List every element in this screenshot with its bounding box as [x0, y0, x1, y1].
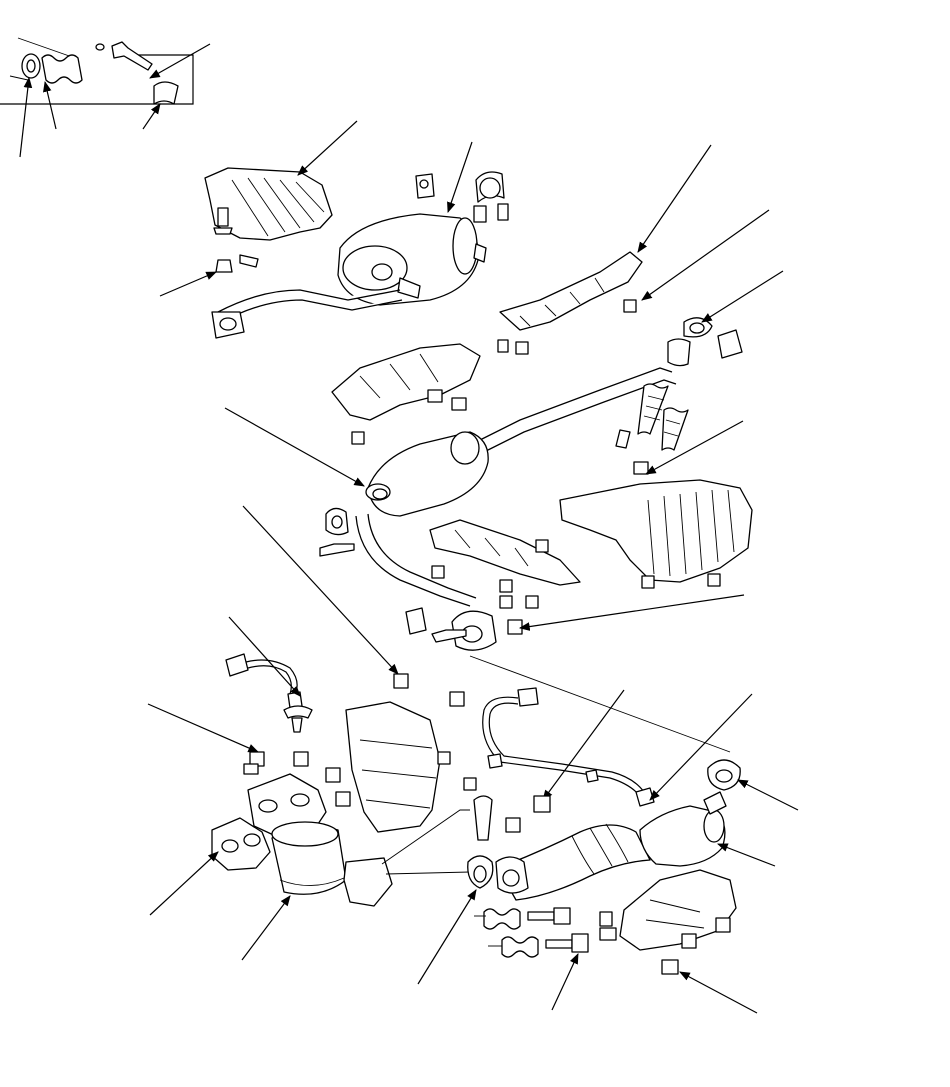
callout-line	[701, 270, 784, 323]
center-muffler	[365, 431, 489, 517]
front-heat-shield	[345, 701, 441, 833]
spring-bolt-set	[615, 383, 689, 475]
rubber-hanger	[717, 329, 743, 359]
shield-nut	[515, 341, 529, 355]
flange-nut	[507, 619, 523, 635]
shield-bolt	[427, 389, 443, 403]
hanger-bracket	[473, 205, 487, 223]
callout-line	[242, 505, 399, 675]
flex-pipe	[495, 823, 651, 901]
center-heat-shield	[499, 251, 643, 331]
manifold-gasket	[211, 817, 271, 871]
callout-line	[43, 80, 57, 130]
callout-line	[679, 971, 758, 1014]
shield-nut	[215, 259, 233, 273]
callout-line	[19, 76, 33, 158]
rear-converter-heat-shield	[619, 869, 737, 951]
shield-nut	[535, 539, 549, 553]
bracket	[473, 795, 493, 841]
inset-nut	[153, 81, 179, 105]
shield-bolt	[715, 917, 731, 933]
mount-nut	[393, 673, 409, 689]
shield-nut	[641, 575, 655, 589]
inset-spring	[41, 54, 83, 84]
shield-nut	[497, 339, 509, 353]
inset-bolt	[111, 41, 153, 71]
shield-bolt	[217, 207, 229, 227]
callout-line	[159, 271, 217, 297]
shield-nut	[707, 573, 721, 587]
callout-line	[551, 953, 579, 1011]
rear-muffler	[337, 213, 479, 306]
callout-line	[228, 616, 301, 697]
callout-line	[224, 407, 365, 487]
callout-line	[147, 703, 259, 753]
shield-nut	[623, 299, 637, 313]
callout-line	[149, 851, 219, 916]
callout-line	[297, 120, 358, 176]
callout-line	[645, 420, 744, 475]
front-pipe-heat-shield	[429, 519, 581, 586]
callout-line	[716, 843, 776, 867]
hanger-bracket	[319, 543, 355, 557]
callout-line	[518, 594, 745, 631]
callout-line	[447, 141, 473, 214]
flange-joint	[667, 338, 691, 367]
shield-nut	[351, 431, 365, 445]
callout-line	[149, 43, 211, 79]
shield-bolt	[661, 959, 679, 975]
callout-line	[649, 693, 753, 801]
inset-washer	[95, 43, 105, 51]
oxygen-sensor-upper	[225, 653, 313, 733]
catalytic-heat-shield	[559, 479, 753, 583]
callout-line	[637, 144, 712, 253]
mid-heat-shield	[331, 343, 481, 421]
inset-frame	[0, 54, 194, 105]
flange-spring-bolts	[483, 907, 589, 958]
shield-bolt	[449, 691, 465, 707]
shield-bolt	[599, 911, 613, 927]
callout-line	[241, 895, 291, 961]
shield-bolt	[239, 254, 259, 268]
center-pipe	[479, 367, 673, 441]
callout-line	[417, 889, 477, 985]
shield-nut	[431, 565, 445, 579]
callout-line	[142, 103, 161, 130]
rear-catalytic-converter	[639, 791, 727, 867]
inset-detail	[0, 37, 211, 158]
callout-line	[542, 689, 625, 801]
shield-nut	[525, 595, 539, 609]
converter-nut	[533, 795, 551, 813]
shield-nut	[499, 579, 513, 593]
manifold-nut	[249, 751, 265, 767]
oxygen-sensor-lower	[482, 687, 655, 807]
shield-bolt	[681, 933, 697, 949]
callout-line	[737, 779, 799, 811]
upper-heat-shield	[204, 167, 333, 241]
shield-bolt	[451, 397, 467, 411]
rubber-hanger	[405, 607, 427, 635]
callout-line	[641, 209, 770, 301]
front-catalytic-converter	[271, 821, 393, 907]
